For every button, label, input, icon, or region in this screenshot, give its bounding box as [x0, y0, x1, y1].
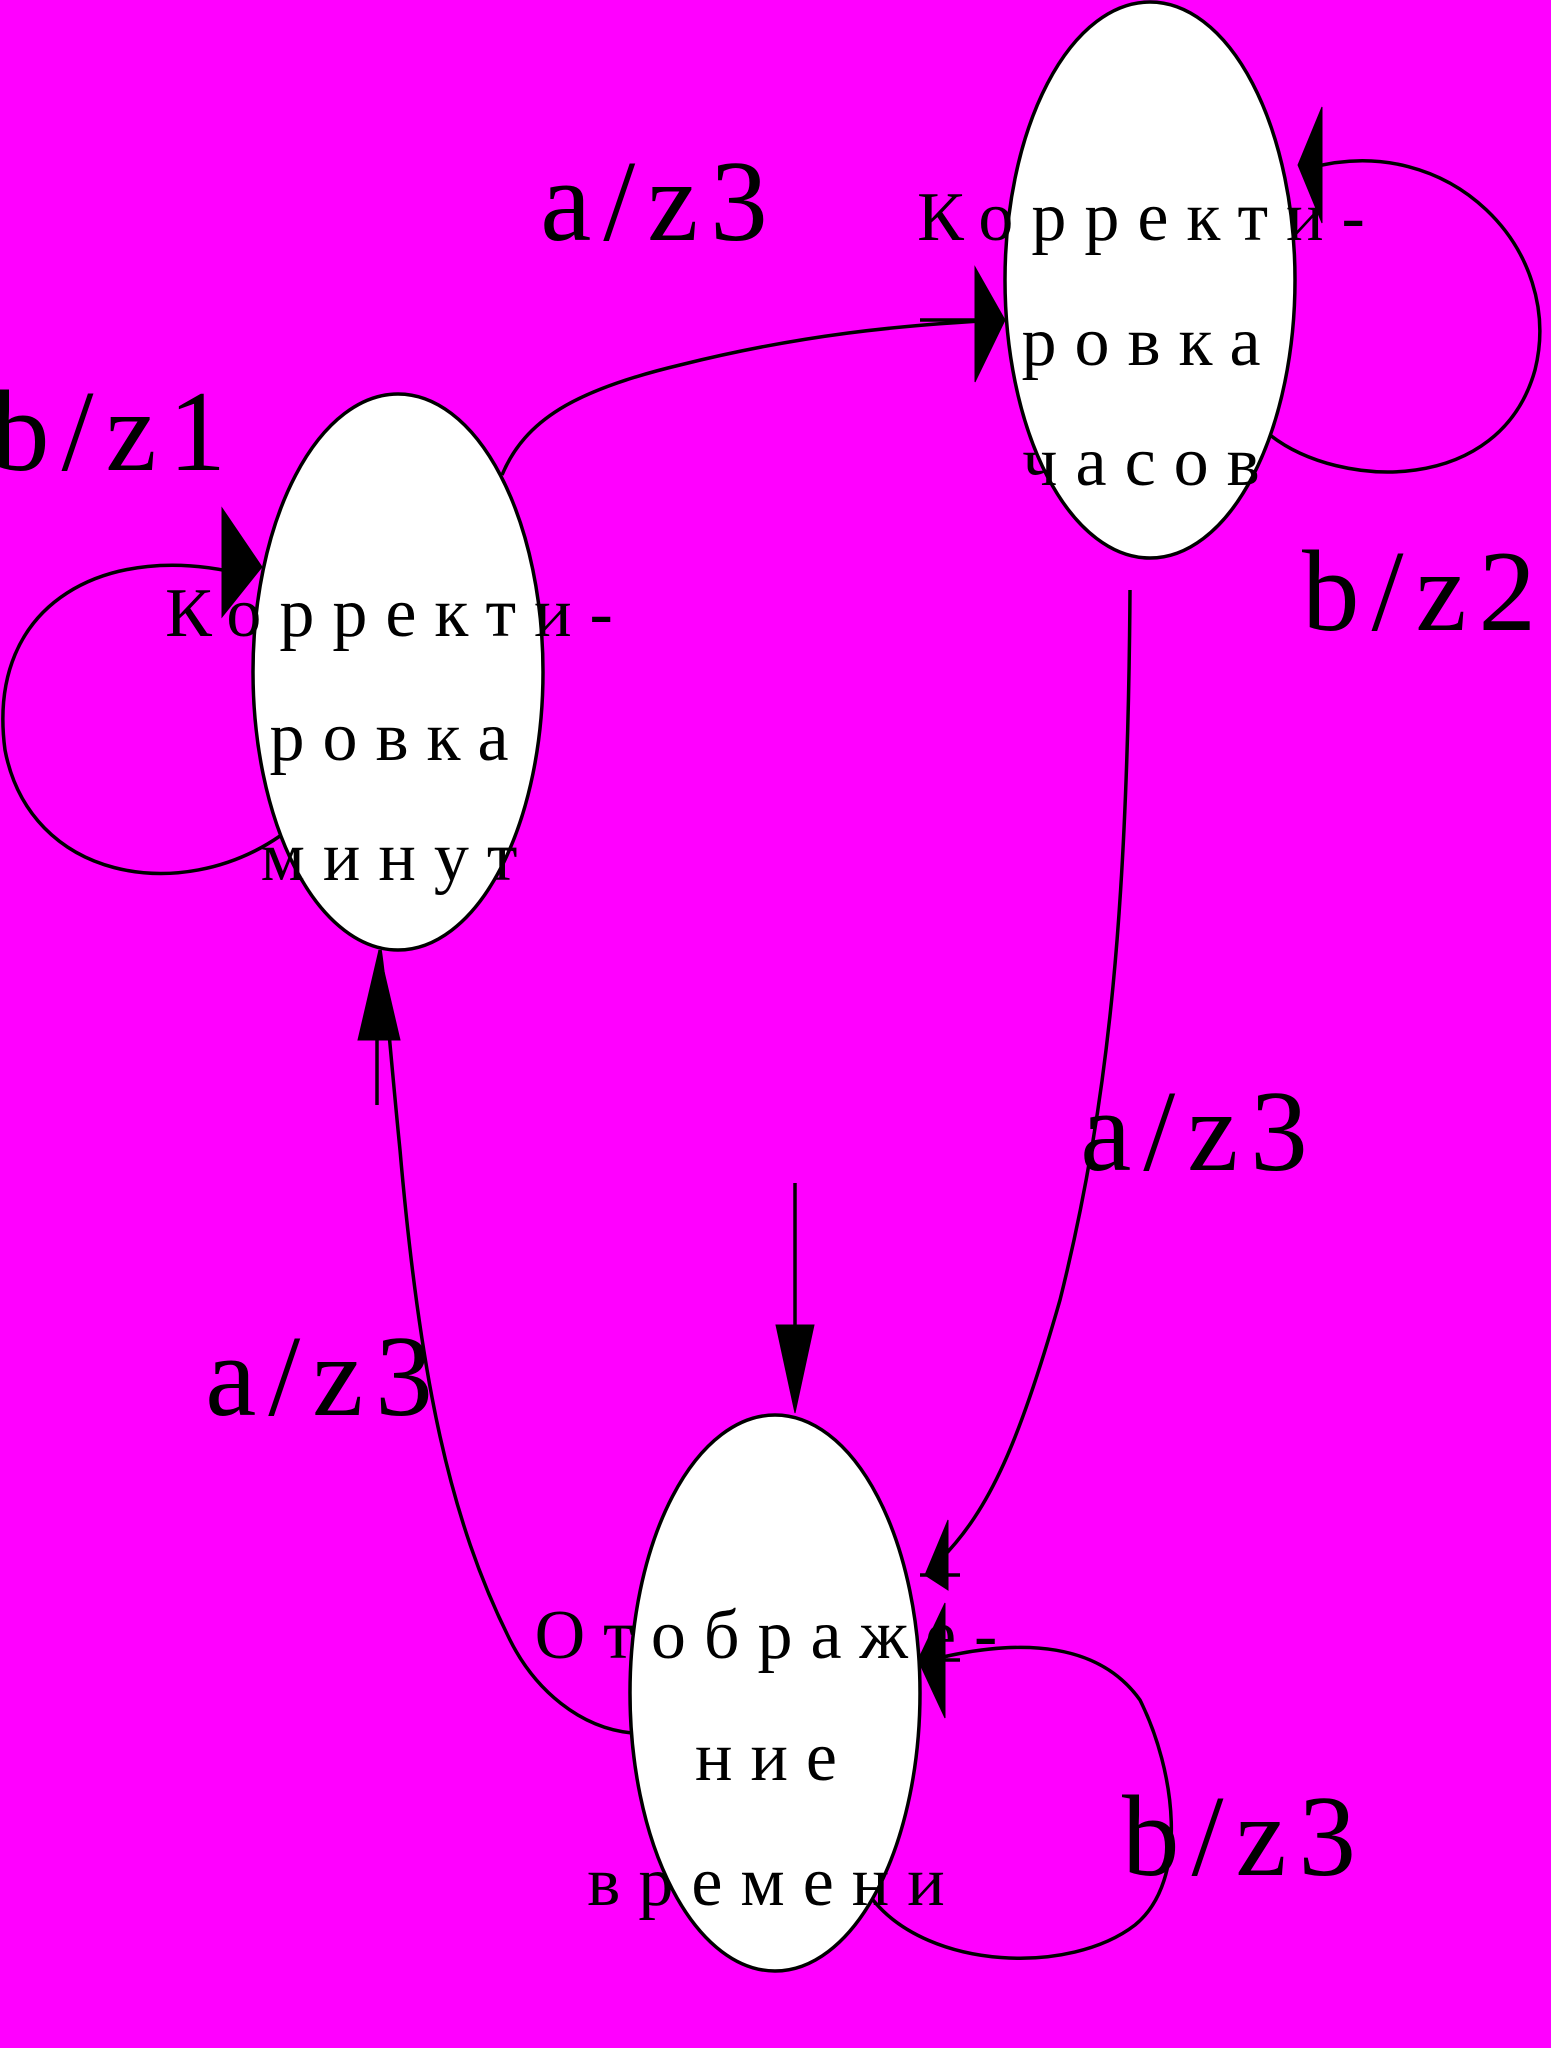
state-minutes: Корректи- ровка минут	[165, 392, 631, 952]
state-hours-ellipse	[1003, 0, 1297, 560]
state-display-line-3: времени	[587, 1844, 962, 1921]
minutes-to-hours-arrowhead	[974, 265, 1006, 383]
label-display-self: b/z3	[1122, 1773, 1368, 1900]
hours-self-loop-arrowhead	[1297, 106, 1323, 224]
minutes-to-hours-edge	[500, 318, 1001, 476]
hours-to-display-edge	[938, 589, 1132, 1562]
state-display-line-1: Отображе-	[535, 1597, 1016, 1674]
state-minutes-line-2: ровка	[269, 699, 526, 776]
hours-self-loop	[1268, 159, 1542, 474]
initial-arrowhead	[775, 1324, 815, 1414]
label-display-to-minutes: a/z3	[205, 1313, 445, 1440]
display-to-minutes-arrowhead	[357, 949, 401, 1041]
label-hours-self: b/z2	[1302, 528, 1548, 655]
state-hours-line-2: ровка	[1021, 304, 1278, 381]
state-display-line-2: ние	[695, 1719, 855, 1796]
state-hours-line-3: часов	[1022, 424, 1277, 501]
label-minutes-to-hours: a/z3	[540, 138, 780, 265]
state-minutes-line-1: Корректи-	[165, 575, 631, 652]
state-hours-line-1: Корректи-	[917, 179, 1383, 256]
label-hours-to-display: a/z3	[1080, 1068, 1320, 1195]
hours-to-display-arrowhead	[924, 1519, 949, 1591]
display-self-loop	[871, 1645, 1174, 1960]
state-display-ellipse	[628, 1413, 922, 1973]
state-minutes-line-3: минут	[261, 819, 536, 896]
state-display: Отображе- ние времени	[535, 1413, 1016, 1973]
minutes-self-loop	[1, 563, 281, 876]
minutes-self-loop-arrowhead	[221, 506, 263, 619]
state-minutes-ellipse	[251, 392, 545, 952]
label-minutes-self: b/z1	[0, 368, 238, 495]
state-hours: Корректи- ровка часов	[917, 0, 1383, 560]
